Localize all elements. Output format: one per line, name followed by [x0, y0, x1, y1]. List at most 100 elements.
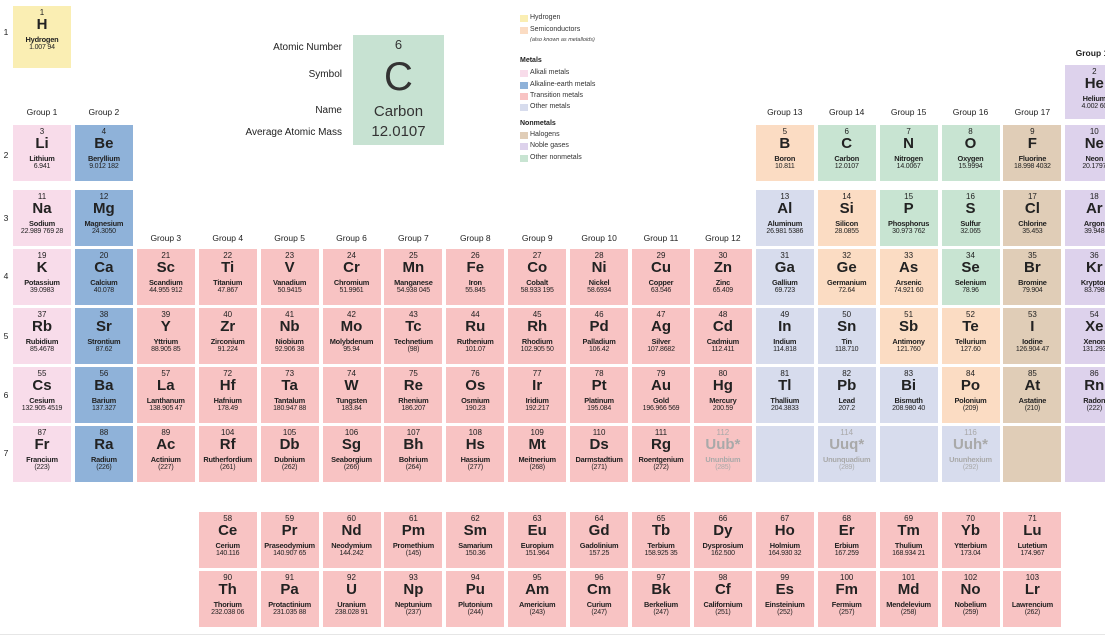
element-symbol: B [779, 135, 791, 152]
element-mass: 196.966 569 [642, 405, 680, 412]
element-mass: (223) [34, 464, 50, 471]
key-name: Carbon [373, 103, 424, 120]
element-mass: (251) [715, 609, 731, 616]
element-name: Arsenic [895, 278, 922, 287]
element-symbol: Ds [589, 436, 609, 453]
element-number: 45 [532, 310, 542, 319]
group-label: Group 10 [581, 233, 617, 243]
element-symbol: Y [160, 318, 171, 335]
element-symbol: Nd [341, 522, 362, 539]
element-name: Vanadium [272, 278, 307, 287]
element-symbol: Xe [1085, 318, 1104, 335]
element-number: 104 [221, 428, 235, 437]
element-number: 36 [1089, 251, 1099, 260]
element-number: 41 [285, 310, 295, 319]
element-number: 68 [842, 514, 852, 523]
element-mass: (98) [407, 346, 420, 353]
element-symbol: Ba [94, 377, 114, 394]
element-symbol: Tm [897, 522, 920, 539]
element-number: 43 [408, 310, 418, 319]
element-symbol: Md [897, 581, 920, 598]
legend-swatch [520, 104, 528, 111]
element-mass: 40.078 [93, 287, 114, 294]
element-symbol: Be [94, 135, 114, 152]
element-symbol: Yb [960, 522, 981, 539]
element-mass: (266) [343, 464, 360, 471]
element-symbol: Li [35, 135, 49, 152]
element-number: 15 [904, 192, 914, 201]
element-name: Scandium [148, 278, 183, 287]
element-mass: 140.907 65 [273, 550, 307, 557]
element-number: 64 [594, 514, 604, 523]
element-name: Lanthanum [146, 396, 185, 405]
element-name: Osmium [461, 396, 490, 405]
element-mass: 83.798 [1084, 287, 1105, 294]
element-number: 54 [1089, 310, 1099, 319]
element-number: 92 [347, 573, 356, 582]
period-label: 1 [3, 27, 9, 37]
group-label: Group 1 [26, 107, 58, 117]
element-name: Silicon [835, 219, 859, 228]
legend-nonmetals-heading: Nonmetals [520, 120, 556, 127]
element-name: Lithium [29, 154, 55, 163]
element-mass: 144.242 [339, 550, 364, 557]
element-symbol: N [903, 135, 915, 152]
group-label: Group 12 [705, 233, 741, 243]
element-name: Iridium [525, 396, 549, 405]
element-number: 9 [1030, 127, 1035, 136]
group-label: Group 18 [1075, 48, 1105, 58]
element-number: 12 [99, 192, 109, 201]
element-number: 21 [161, 251, 171, 260]
element-number: 55 [37, 369, 47, 378]
element-mass: 200.59 [712, 405, 733, 412]
element-mass: 126.904 47 [1015, 346, 1049, 353]
element-mass: 78.96 [962, 287, 979, 294]
element-name: Polonium [954, 396, 987, 405]
legend-swatch [520, 93, 528, 100]
element-number: 29 [656, 251, 666, 260]
element-number: 63 [532, 514, 542, 523]
element-symbol: Tl [778, 377, 792, 394]
element-number: 26 [470, 251, 480, 260]
element-number: 73 [285, 369, 295, 378]
element-symbol: Cm [587, 581, 612, 598]
element-name: Radium [90, 455, 117, 464]
element-symbol: Pr [281, 522, 298, 539]
element-symbol: Rh [527, 318, 548, 335]
element-name: Technetium [393, 337, 433, 346]
element-name: Europium [520, 541, 554, 550]
key-name-label: Name [315, 105, 342, 116]
element-number: 98 [718, 573, 728, 582]
element-name: Terbium [647, 541, 675, 550]
element-name: Neodymium [331, 541, 372, 550]
element-mass: 24.3050 [91, 228, 116, 235]
element-mass: (222) [1086, 405, 1103, 412]
element-mass: (258) [900, 609, 917, 616]
group-label: Group 6 [336, 233, 367, 243]
legend-label: Transition metals [530, 92, 584, 99]
element-number: 100 [840, 573, 854, 582]
